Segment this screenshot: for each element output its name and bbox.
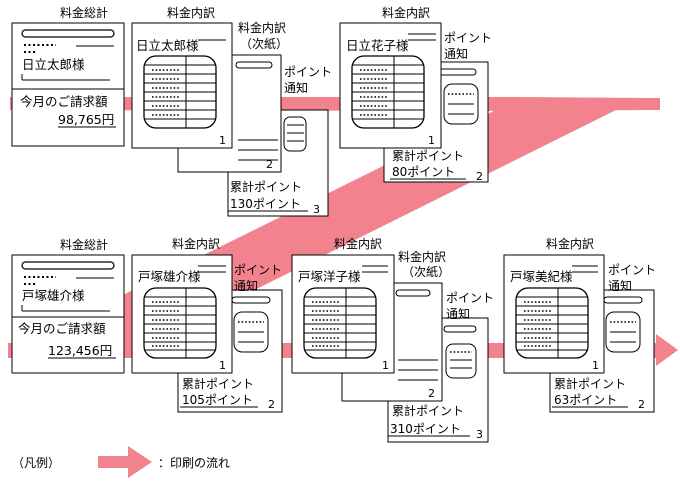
points-notice-title-line2: 通知 <box>234 279 258 293</box>
summary-amount: 98,765円 <box>58 112 114 127</box>
legend-flow-arrow <box>98 446 152 478</box>
page-number: 1 <box>592 359 599 372</box>
breakdown-sheet-taro: 料金内訳 日立太郎様 1 <box>131 5 233 149</box>
points-notice-title-line1: ポイント <box>284 65 332 79</box>
points-notice-title-line1: ポイント <box>444 31 492 45</box>
summary-charge-label: 今月のご請求額 <box>18 321 106 336</box>
points-notice-title-line2: 通知 <box>444 47 468 61</box>
summary-customer-name: 日立太郎様 <box>22 57 85 72</box>
page-number: 2 <box>428 387 435 400</box>
points-notice-title-line1: ポイント <box>234 263 282 277</box>
points-notice-title-line2: 通知 <box>608 279 632 293</box>
points-value: 310ポイント <box>390 422 461 436</box>
page-number: 3 <box>476 428 483 441</box>
breakdown-customer-name: 戸塚美紀様 <box>510 269 573 284</box>
points-value: 105ポイント <box>182 393 253 407</box>
breakdown-title: 料金内訳 <box>172 236 220 251</box>
breakdown-title: 料金内訳 <box>334 236 382 251</box>
page-number: 2 <box>638 398 645 411</box>
points-value: 80ポイント <box>392 165 455 179</box>
points-notice-title-line2: 通知 <box>284 81 308 95</box>
points-label: 累計ポイント <box>392 403 464 418</box>
breakdown-customer-name: 戸塚雄介様 <box>138 269 201 284</box>
points-label: 累計ポイント <box>182 376 254 391</box>
breakdown-sheet-hanako: 料金内訳 日立花子様 1 <box>339 5 442 149</box>
breakdown-title: 料金内訳 <box>382 5 430 20</box>
points-notice-title-line1: ポイント <box>608 263 656 277</box>
breakdown-sheet-miki: 料金内訳 戸塚美紀様 1 <box>503 236 605 374</box>
page-number: 2 <box>268 398 275 411</box>
points-notice-title-line1: ポイント <box>446 291 494 305</box>
page-number: 3 <box>313 203 320 216</box>
breakdown-sheet-yusuke: 料金内訳 戸塚雄介様 1 <box>131 236 233 374</box>
points-label: 累計ポイント <box>554 376 626 391</box>
breakdown-title: 料金内訳 <box>546 236 594 251</box>
page-number: 1 <box>219 134 226 147</box>
legend-description: ：印刷の流れ <box>158 456 230 470</box>
page-number: 1 <box>428 134 435 147</box>
summary-sheet-totsuka-yusuke: 料金総計 戸塚雄介様 今月のご請求額 123,456円 <box>11 237 125 374</box>
legend: （凡例） ：印刷の流れ <box>12 446 230 478</box>
breakdown-sheet-yoko: 料金内訳 戸塚洋子様 1 <box>291 236 395 374</box>
points-value: 130ポイント <box>230 197 301 211</box>
page-number: 2 <box>266 158 273 171</box>
breakdown-title: 料金内訳 <box>167 5 215 20</box>
breakdown-customer-name: 戸塚洋子様 <box>298 269 361 284</box>
summary-title: 料金総計 <box>60 5 108 20</box>
points-notice-title-line2: 通知 <box>446 307 470 321</box>
points-value: 63ポイント <box>554 393 617 407</box>
summary-title: 料金総計 <box>60 237 108 252</box>
page-number: 2 <box>476 170 483 183</box>
summary-amount: 123,456円 <box>48 343 112 358</box>
points-label: 累計ポイント <box>392 148 464 163</box>
breakdown-customer-name: 日立花子様 <box>346 38 409 53</box>
breakdown-customer-name: 日立太郎様 <box>136 38 199 53</box>
points-label: 累計ポイント <box>230 179 302 194</box>
flow-arrow-head <box>656 334 678 366</box>
legend-open-label: （凡例） <box>12 456 60 470</box>
summary-charge-label: 今月のご請求額 <box>20 94 108 109</box>
summary-sheet-hitachi-taro: 料金総計 日立太郎様 今月のご請求額 98,765円 <box>11 5 125 147</box>
summary-customer-name: 戸塚雄介様 <box>22 288 85 303</box>
page-number: 1 <box>382 359 389 372</box>
breakdown-next-title: 料金内訳 <box>238 20 286 35</box>
page-number: 1 <box>219 359 226 372</box>
breakdown-next-subtitle: （次紙） <box>402 264 450 279</box>
breakdown-next-title: 料金内訳 <box>398 249 446 264</box>
breakdown-next-subtitle: （次紙） <box>240 36 288 51</box>
